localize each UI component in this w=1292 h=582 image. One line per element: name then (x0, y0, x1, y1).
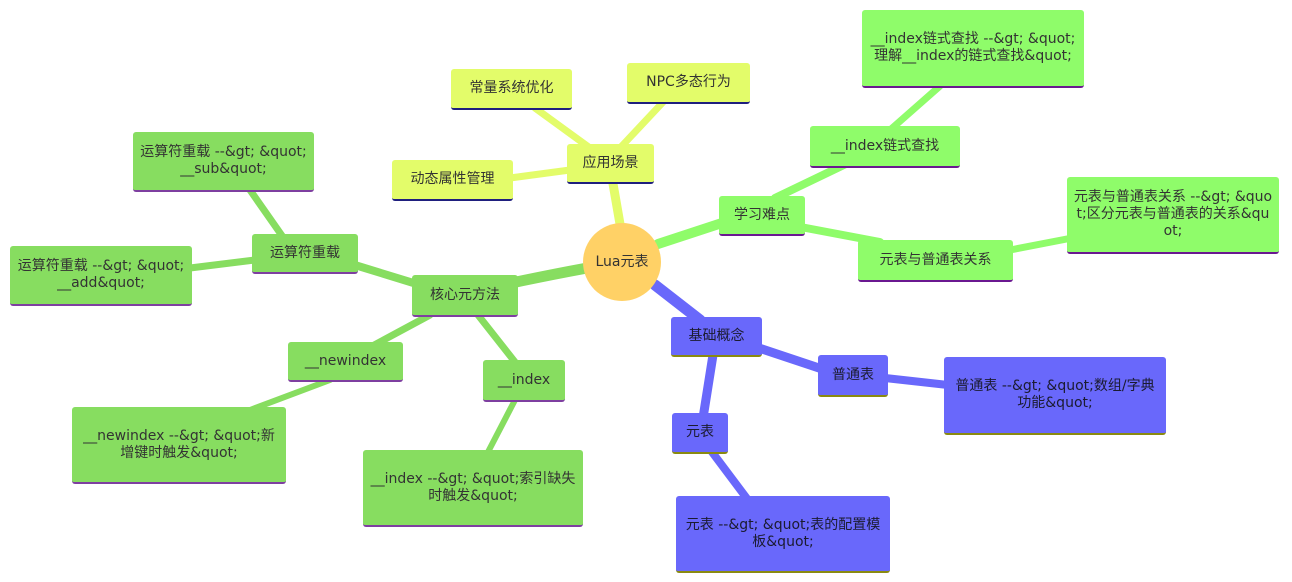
node-metatable-desc[interactable]: 元表 --&gt; &quot;表的配置模板&quot; (676, 496, 890, 573)
link-operator-add (186, 256, 259, 272)
link-index-desc (485, 397, 518, 455)
root-node[interactable]: Lua元表 (583, 223, 661, 301)
node-meta-normal-relation[interactable]: 元表与普通表关系 (858, 240, 1013, 282)
link-newindex-desc (247, 377, 333, 413)
node-normal-table[interactable]: 普通表 (818, 355, 888, 397)
node-core-methods[interactable]: 核心元方法 (412, 275, 518, 317)
link-basics-meta (698, 350, 718, 423)
node-index[interactable]: __index (483, 360, 565, 402)
node-difficulties[interactable]: 学习难点 (719, 196, 805, 236)
node-normal-table-desc[interactable]: 普通表 --&gt; &quot;数组/字典功能&quot; (944, 357, 1166, 435)
link-scenarios-npc (616, 96, 669, 152)
link-meta-desc (708, 448, 752, 504)
node-index-chain[interactable]: __index链式查找 (810, 126, 960, 168)
node-npc-polymorphism[interactable]: NPC多态行为 (627, 63, 750, 104)
link-scenarios-dynamic (506, 166, 574, 182)
node-meta-normal-relation-desc[interactable]: 元表与普通表关系 --&gt; &quot;区分元表与普通表的关系&quot; (1067, 177, 1279, 254)
link-operator-sub (246, 186, 289, 244)
node-newindex[interactable]: __newindex (288, 342, 403, 382)
link-core-index (474, 311, 519, 366)
link-root-scenarios (607, 173, 625, 229)
node-operator-sub[interactable]: 运算符重载 --&gt; &quot;__sub&quot; (133, 132, 314, 192)
node-basic-concepts[interactable]: 基础概念 (671, 317, 762, 357)
link-difficulties-chain (771, 158, 854, 202)
node-operator-add[interactable]: 运算符重载 --&gt; &quot;__add&quot; (10, 246, 192, 306)
node-metatable[interactable]: 元表 (672, 413, 728, 454)
link-root-basics (649, 279, 706, 326)
link-scenarios-const (531, 104, 594, 152)
node-operator-overload[interactable]: 运算符重载 (252, 234, 358, 274)
node-index-chain-desc[interactable]: __index链式查找 --&gt; &quot;理解__index的链式查找&… (862, 10, 1084, 88)
link-root-difficulties (653, 217, 730, 249)
link-difficulties-relation (786, 221, 884, 246)
link-chain-desc (886, 82, 944, 134)
node-newindex-desc[interactable]: __newindex --&gt; &quot;新增键时触发&quot; (72, 407, 286, 484)
link-basics-normal (745, 340, 830, 375)
link-relation-desc (1006, 234, 1076, 254)
node-index-desc[interactable]: __index --&gt; &quot;索引缺失时触发&quot; (363, 450, 583, 527)
node-const-optimization[interactable]: 常量系统优化 (451, 69, 572, 110)
node-scenarios[interactable]: 应用场景 (567, 144, 654, 184)
link-normal-desc (881, 374, 952, 389)
node-dynamic-properties[interactable]: 动态属性管理 (392, 160, 513, 201)
